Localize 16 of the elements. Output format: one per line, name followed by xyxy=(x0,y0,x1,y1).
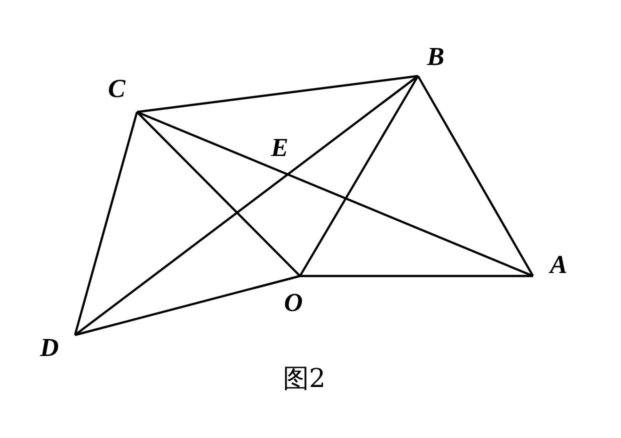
line-segment xyxy=(74,112,138,336)
point-label: E xyxy=(271,135,288,161)
point-label: B xyxy=(427,44,444,70)
line-segment xyxy=(136,74,418,114)
line-segment xyxy=(74,274,300,336)
point-label: A xyxy=(550,252,568,278)
line-segment xyxy=(299,75,419,277)
line-segment xyxy=(136,111,301,277)
line-segment xyxy=(417,75,534,277)
point-label: O xyxy=(284,290,303,316)
line-segment xyxy=(74,75,419,336)
point-label: D xyxy=(40,335,59,361)
figure-caption: 图2 xyxy=(283,365,326,393)
line-segment xyxy=(300,274,533,278)
point-label: C xyxy=(108,76,126,102)
line-segment xyxy=(136,110,534,278)
